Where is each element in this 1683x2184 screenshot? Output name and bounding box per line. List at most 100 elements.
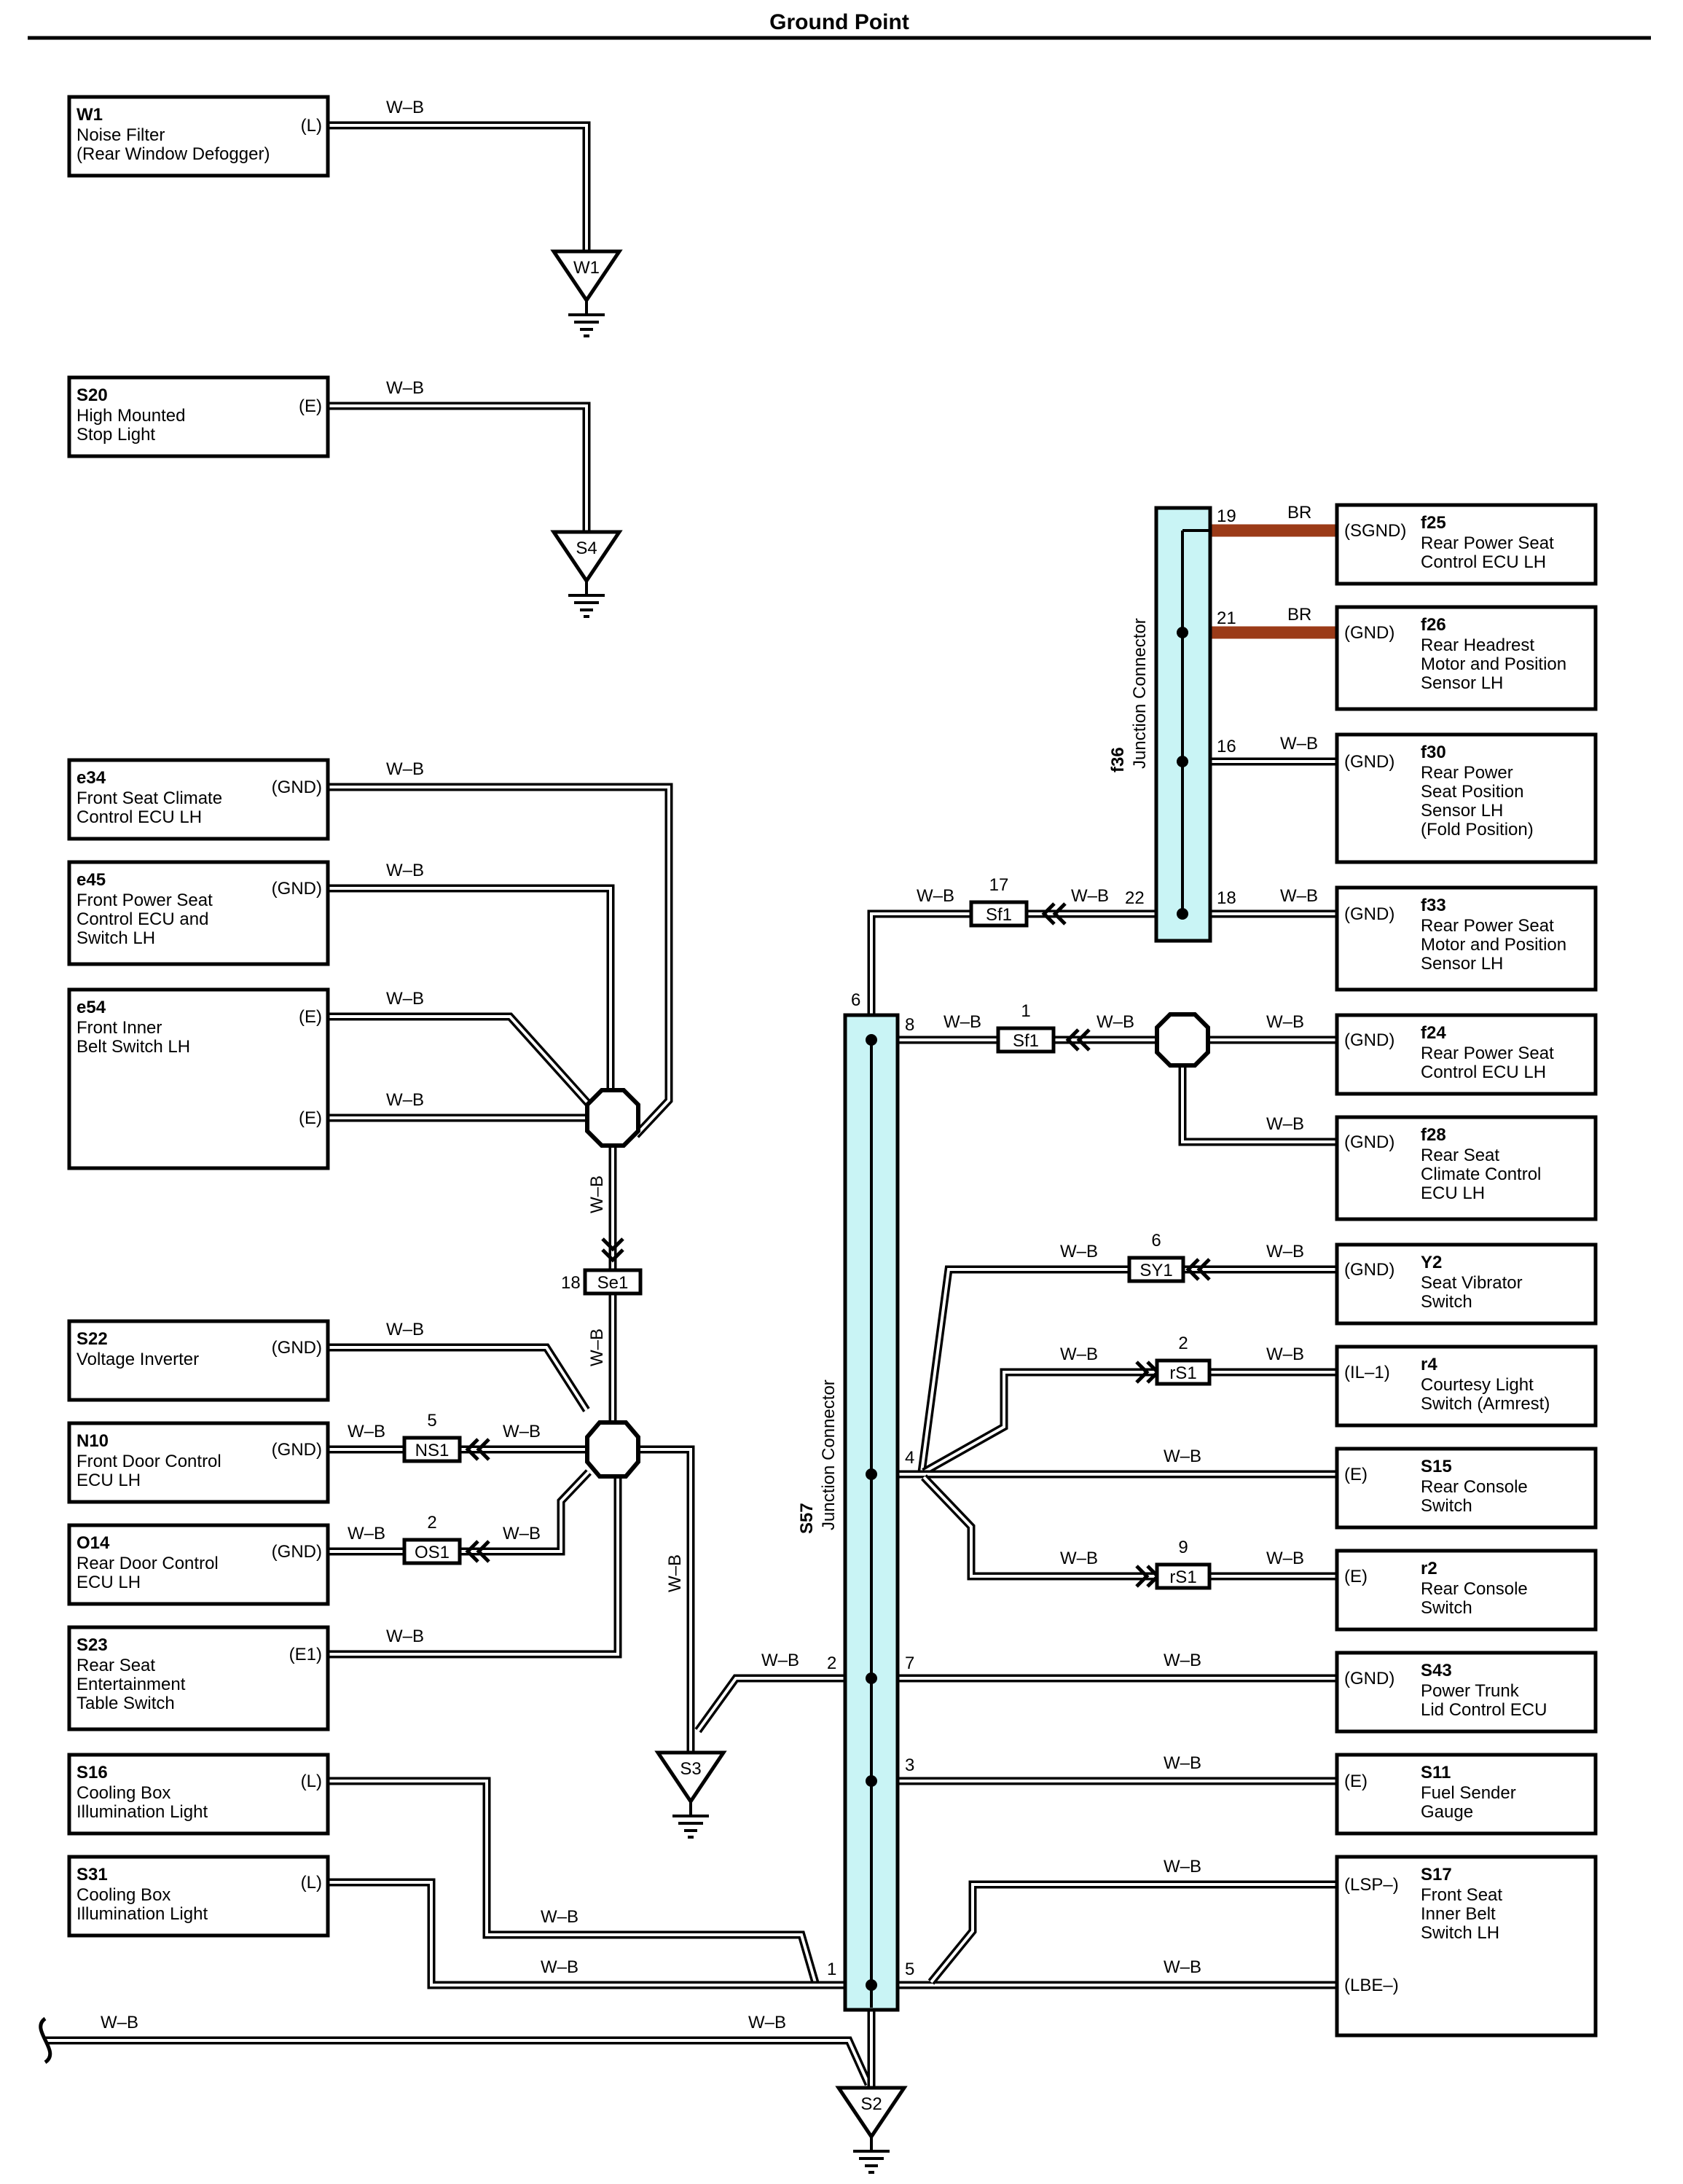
- svg-text:W–B: W–B: [587, 1175, 607, 1213]
- svg-text:W–B: W–B: [348, 1524, 385, 1543]
- svg-text:BR: BR: [1287, 503, 1311, 522]
- component-description: Climate Control: [1421, 1165, 1541, 1184]
- S57-code: S57: [797, 1503, 817, 1534]
- component-description: Front Door Control: [76, 1452, 221, 1471]
- svg-text:18: 18: [561, 1273, 581, 1293]
- svg-text:W–B: W–B: [1060, 1549, 1098, 1568]
- component-box: [67, 1421, 330, 1504]
- component-code: r2: [1421, 1559, 1437, 1578]
- svg-text:W–B: W–B: [917, 886, 954, 906]
- component-description: Control ECU LH: [1421, 1062, 1546, 1082]
- component-box: [67, 375, 330, 458]
- junction-connector-S57: S57 Junction Connector 6 8 4 2 7 3 1 5: [797, 990, 914, 2012]
- svg-text:W–B: W–B: [503, 1524, 541, 1543]
- ground-point-S2: S2: [835, 2086, 908, 2174]
- component-code: r4: [1421, 1355, 1437, 1374]
- component-pin: (L): [301, 1873, 322, 1893]
- S57-node-3: [866, 1775, 877, 1787]
- component-description: Switch LH: [1421, 1923, 1499, 1943]
- component-box: [1335, 1753, 1598, 1836]
- splice-point-right: [1155, 1012, 1210, 1068]
- component-pin: (L): [301, 1772, 322, 1791]
- svg-text:W–B: W–B: [1164, 1857, 1201, 1876]
- svg-text:W–B: W–B: [541, 1907, 578, 1927]
- component-code: f33: [1421, 896, 1446, 915]
- component-description: Control ECU LH: [1421, 552, 1546, 572]
- component-pin: (GND): [272, 778, 322, 797]
- S57-pin-7: 7: [905, 1653, 914, 1673]
- component-code: N10: [76, 1431, 109, 1451]
- component-description: Rear Power Seat: [1421, 533, 1554, 553]
- svg-text:W–B: W–B: [1280, 886, 1318, 906]
- S57-pin-5: 5: [905, 1960, 914, 1979]
- component-description: Front Inner: [76, 1018, 162, 1038]
- component-pin: (E): [299, 396, 322, 416]
- component-box: [1335, 1651, 1598, 1734]
- svg-text:W–B: W–B: [1266, 1345, 1304, 1364]
- svg-text:W–B: W–B: [386, 1090, 424, 1110]
- component-description: Cooling Box: [76, 1885, 170, 1905]
- component-description: Gauge: [1421, 1802, 1473, 1822]
- component-code: S20: [76, 385, 108, 405]
- svg-text:W–B: W–B: [386, 98, 424, 117]
- component-description: Rear Seat: [1421, 1146, 1499, 1165]
- component-pin: (E): [1344, 1465, 1368, 1484]
- svg-text:W–B: W–B: [587, 1328, 607, 1366]
- component-code: f25: [1421, 513, 1446, 533]
- component-pin: (GND): [272, 879, 322, 899]
- svg-text:W–B: W–B: [1266, 1012, 1304, 1032]
- component-code: S11: [1421, 1763, 1451, 1782]
- component-pin: (GND): [1344, 1030, 1394, 1050]
- svg-text:W–B: W–B: [386, 989, 424, 1009]
- svg-text:W–B: W–B: [748, 2013, 786, 2032]
- svg-text:W–B: W–B: [1164, 1447, 1201, 1466]
- component-box: [67, 1855, 330, 1938]
- svg-text:Sf1: Sf1: [986, 905, 1012, 925]
- component-description: Fuel Sender: [1421, 1783, 1516, 1803]
- svg-text:S3: S3: [680, 1759, 701, 1779]
- component-box: [67, 1753, 330, 1836]
- component-box: [67, 1625, 330, 1731]
- component-description: Rear Console: [1421, 1579, 1528, 1599]
- component-description: Inner Belt: [1421, 1904, 1496, 1924]
- svg-text:Se1: Se1: [597, 1273, 629, 1293]
- component-description: Rear Power Seat: [1421, 1044, 1554, 1063]
- f36-pin-22: 22: [1125, 888, 1145, 908]
- f36-code: f36: [1108, 747, 1128, 772]
- connector-rS1-9: rS1 9: [1135, 1538, 1212, 1590]
- f36-pin-19: 19: [1217, 506, 1236, 526]
- svg-text:W–B: W–B: [386, 861, 424, 880]
- component-description: Sensor LH: [1421, 801, 1503, 821]
- svg-text:W–B: W–B: [1266, 1242, 1304, 1261]
- svg-text:5: 5: [427, 1411, 436, 1430]
- f36-pin-16: 16: [1217, 737, 1236, 756]
- splice-point-lower-left: [585, 1420, 640, 1479]
- connector-Sf1-1: Sf1 1: [996, 1001, 1091, 1054]
- component-box: [67, 1523, 330, 1606]
- component-description: Front Power Seat: [76, 891, 213, 910]
- component-description: Motor and Position: [1421, 654, 1566, 674]
- S57-pin-1: 1: [827, 1960, 836, 1979]
- component-code: f24: [1421, 1023, 1446, 1043]
- svg-text:W–B: W–B: [1071, 886, 1109, 906]
- component-description: Stop Light: [76, 425, 155, 445]
- component-pin: (GND): [272, 1542, 322, 1562]
- component-code: f28: [1421, 1125, 1446, 1145]
- component-box: [67, 860, 330, 966]
- component-description: Switch (Armrest): [1421, 1394, 1550, 1414]
- svg-text:17: 17: [989, 875, 1009, 895]
- S57-node-4: [866, 1468, 877, 1480]
- svg-text:rS1: rS1: [1169, 1363, 1196, 1383]
- component-code: e45: [76, 870, 106, 890]
